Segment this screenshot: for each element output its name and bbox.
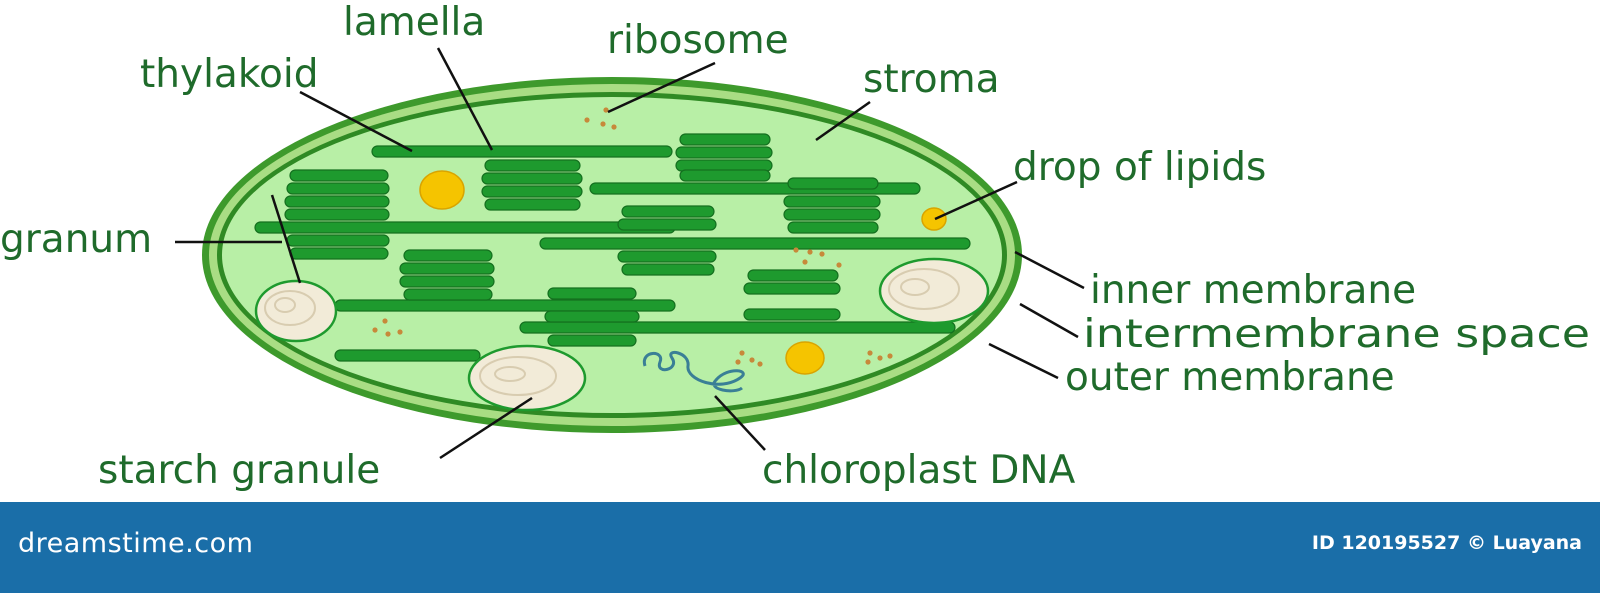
thylakoid-disc — [547, 287, 637, 300]
label-drop-of-lipids: drop of lipids — [1013, 145, 1266, 190]
label-starch-granule: starch granule — [98, 448, 380, 493]
lipid-drop — [419, 170, 465, 210]
label-outer-membrane: outer membrane — [1065, 355, 1395, 400]
lamella-sheet — [519, 321, 956, 334]
label-inner-membrane: inner membrane — [1090, 268, 1416, 313]
thylakoid-disc — [547, 334, 637, 347]
thylakoid-disc — [787, 221, 879, 234]
thylakoid-disc — [617, 218, 717, 231]
thylakoid-disc — [544, 310, 640, 323]
thylakoid-disc — [743, 308, 841, 321]
dna-strand — [642, 350, 745, 393]
thylakoid-disc — [783, 195, 881, 208]
leader-ribosome — [607, 61, 716, 114]
label-intermembrane-space: intermembrane space — [1083, 312, 1590, 357]
thylakoid-disc — [787, 177, 879, 190]
leader-intermembrane-space — [1019, 302, 1079, 339]
label-ribosome: ribosome — [607, 18, 789, 63]
thylakoid-disc — [679, 133, 771, 146]
thylakoid-disc — [289, 169, 389, 182]
lamella-sheet — [334, 349, 481, 362]
stock-logo: dreamstime.com — [18, 528, 254, 559]
starch-granules — [254, 257, 990, 412]
thylakoid-disc — [743, 282, 841, 295]
label-lamella: lamella — [343, 0, 485, 45]
leader-lines — [175, 47, 1085, 460]
leader-inner-membrane — [1014, 250, 1085, 290]
leader-lamella — [436, 47, 494, 151]
starch-granule — [254, 279, 338, 343]
leader-lipids — [934, 180, 1018, 221]
label-granum: granum — [0, 217, 152, 262]
label-stroma: stroma — [863, 57, 1000, 102]
lamella-sheet — [539, 237, 971, 250]
thylakoid-disc — [675, 146, 773, 159]
thylakoid-disc — [284, 195, 390, 208]
stroma-region — [222, 97, 1002, 413]
lamellae — [254, 145, 971, 362]
leader-chloroplast-dna — [714, 395, 766, 451]
thylakoid-disc — [484, 198, 581, 211]
lipid-drop — [785, 341, 825, 375]
thylakoid-disc — [286, 234, 390, 247]
thylakoid-disc — [783, 208, 881, 221]
thylakoid-disc — [481, 172, 583, 185]
thylakoid-disc — [286, 182, 390, 195]
thylakoid-disc — [403, 249, 493, 262]
thylakoid-disc — [399, 262, 495, 275]
grana — [284, 133, 881, 347]
leader-thylakoid — [299, 90, 413, 153]
lipid-drops — [419, 170, 947, 375]
label-chloroplast-dna: chloroplast DNA — [762, 448, 1076, 493]
thylakoid-disc — [679, 169, 771, 182]
stock-footer-bar: dreamstime.com ID 120195527 © Luayana — [0, 502, 1600, 593]
thylakoid-disc — [403, 288, 493, 301]
thylakoid-disc — [289, 247, 389, 260]
thylakoid-disc — [617, 250, 717, 263]
lipid-drop — [921, 207, 947, 231]
lamella-sheet — [371, 145, 673, 158]
label-thylakoid: thylakoid — [140, 52, 318, 97]
granum-bracket — [270, 194, 302, 284]
diagram-canvas: lamella ribosome thylakoid stroma drop o… — [0, 0, 1590, 493]
image-credit: ID 120195527 © Luayana — [1311, 532, 1582, 554]
lamella-sheet — [334, 299, 676, 312]
starch-granule — [467, 344, 587, 412]
starch-granule — [878, 257, 990, 325]
leader-starch-granule — [439, 396, 533, 460]
thylakoid-disc — [621, 205, 715, 218]
thylakoid-disc — [484, 159, 581, 172]
ribosomes — [372, 107, 893, 367]
thylakoid-disc — [621, 263, 715, 276]
thylakoid-disc — [747, 269, 839, 282]
lamella-sheet — [254, 221, 676, 234]
thylakoid-disc — [481, 185, 583, 198]
thylakoid-disc — [284, 208, 390, 221]
thylakoid-disc — [675, 159, 773, 172]
thylakoid-disc — [399, 275, 495, 288]
leader-outer-membrane — [988, 342, 1059, 380]
leader-stroma — [815, 100, 871, 142]
